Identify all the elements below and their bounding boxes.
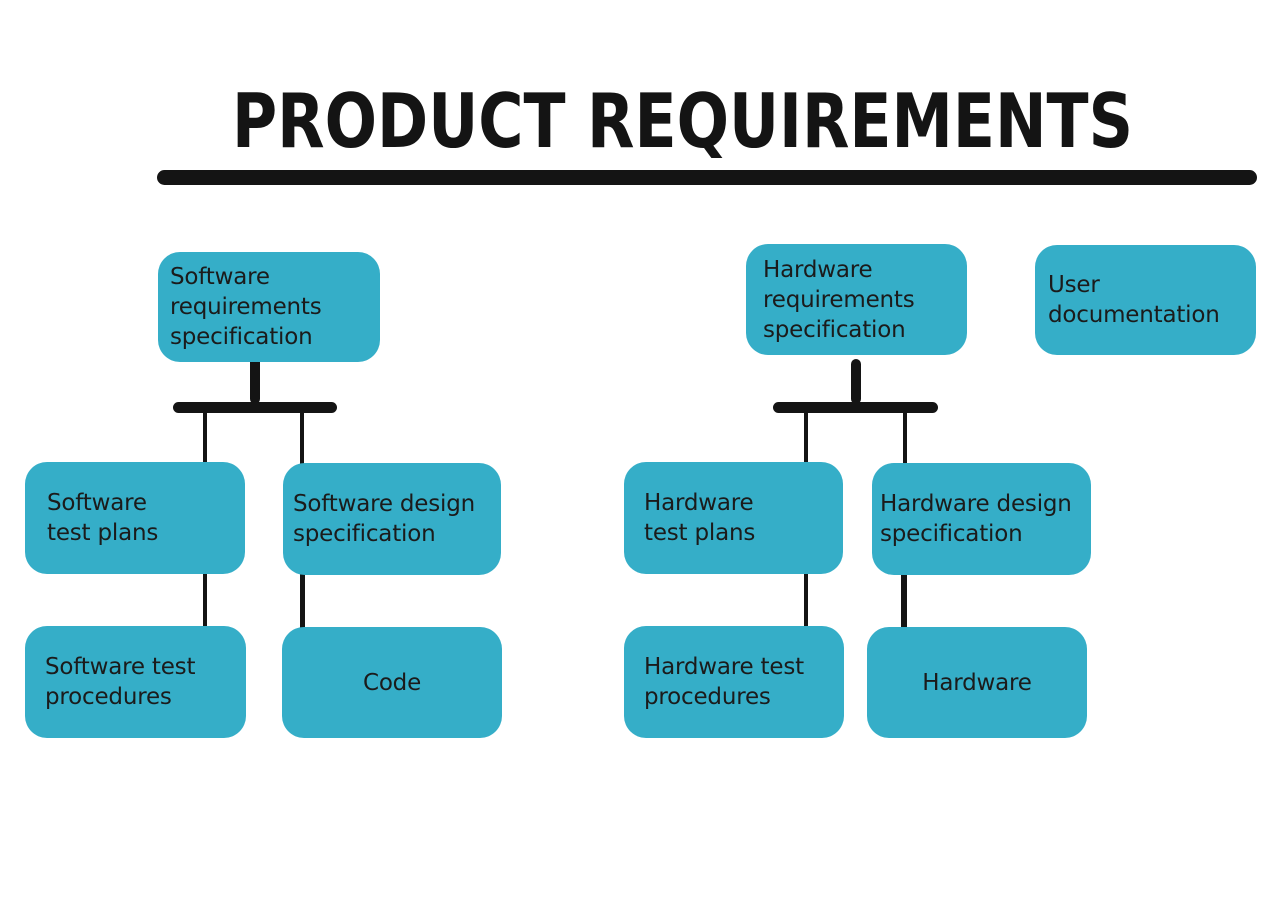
connector-hrs-bar [773, 402, 938, 413]
title-underline [157, 170, 1257, 185]
node-label: Software design specification [293, 491, 475, 547]
edge-stp-to-stproc [203, 572, 207, 628]
title-block: PRODUCT REQUIREMENTS [157, 77, 1257, 185]
node-software-test-procedures: Software test procedures [25, 626, 246, 738]
node-label: Software test plans [47, 490, 159, 546]
node-label: Hardware test plans [644, 490, 756, 546]
node-hardware-requirements-specification: Hardware requirements specification [746, 244, 967, 355]
edge-hds-to-hw [901, 573, 907, 629]
node-hardware-test-plans: Hardware test plans [624, 462, 843, 574]
connector-srs-bar [173, 402, 337, 413]
connector-srs-stem [250, 356, 260, 404]
node-software-design-specification: Software design specification [283, 463, 501, 575]
edge-srs-to-sds [300, 412, 304, 464]
edge-hrs-to-hds [903, 412, 907, 464]
node-label: User documentation [1048, 272, 1220, 328]
node-software-test-plans: Software test plans [25, 462, 245, 574]
page-title: PRODUCT REQUIREMENTS [232, 77, 1133, 165]
node-hardware-test-procedures: Hardware test procedures [624, 626, 844, 738]
node-hardware-design-specification: Hardware design specification [872, 463, 1091, 575]
connector-hrs-stem [851, 359, 861, 404]
node-label: Software requirements specification [170, 264, 322, 350]
edge-sds-to-code [300, 573, 305, 629]
node-hardware: Hardware [867, 627, 1087, 738]
node-label: Software test procedures [45, 654, 196, 710]
node-label: Hardware design specification [880, 491, 1072, 547]
node-software-requirements-specification: Software requirements specification [158, 252, 380, 362]
node-user-documentation: User documentation [1035, 245, 1256, 355]
edge-srs-to-stp [203, 412, 207, 462]
edge-hrs-to-htp [804, 412, 808, 462]
node-label: Hardware requirements specification [763, 256, 915, 343]
node-label: Code [362, 669, 422, 696]
edge-htp-to-htproc [804, 573, 808, 628]
node-label: Hardware test procedures [644, 654, 804, 710]
node-label: Hardware [922, 669, 1032, 696]
node-code: Code [282, 627, 502, 738]
